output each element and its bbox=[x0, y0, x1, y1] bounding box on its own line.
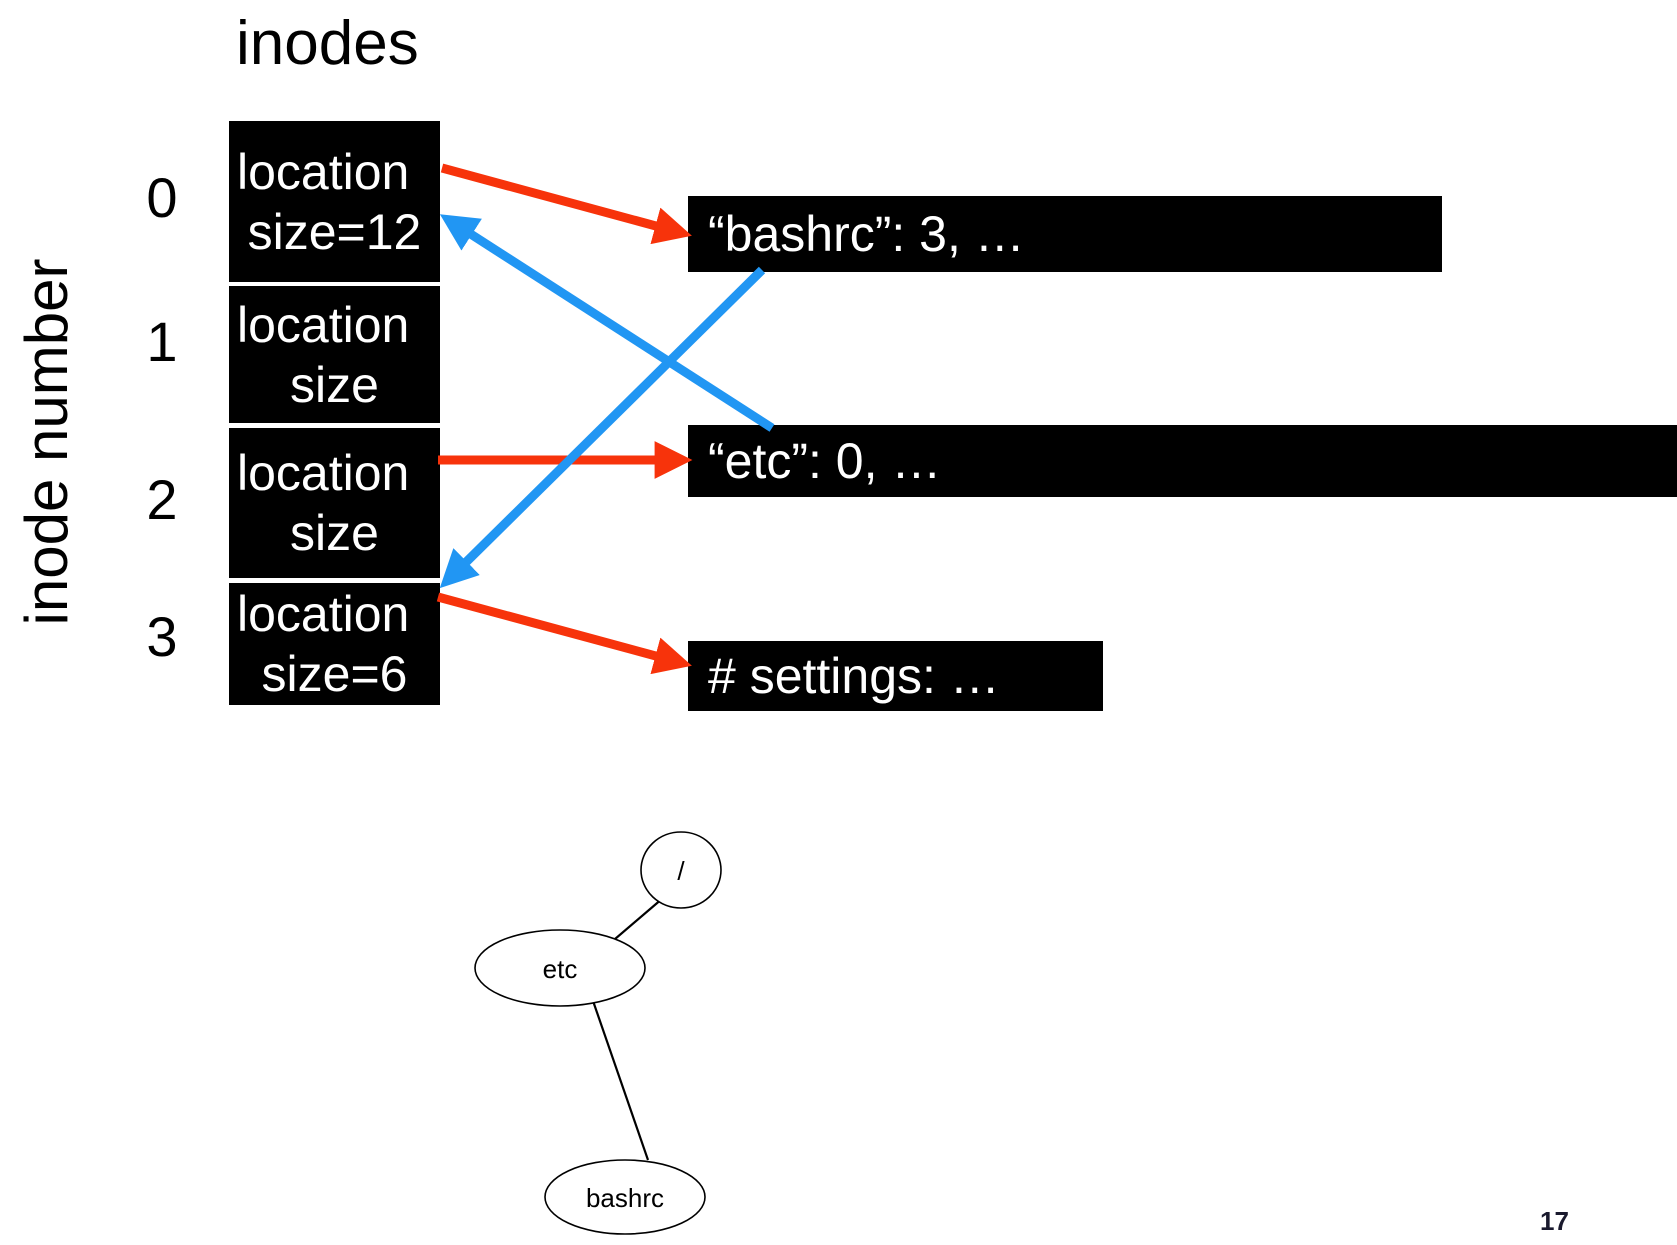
inode-index-3: 3 bbox=[146, 605, 178, 668]
data-block-bashrc: “bashrc”: 3, … bbox=[688, 196, 1442, 272]
inode-row-1: location size bbox=[229, 286, 440, 423]
inode-index-1: 1 bbox=[146, 310, 178, 373]
tree-node-etc[interactable] bbox=[474, 929, 646, 1007]
inode-row-0: location size=12 bbox=[229, 121, 440, 282]
tree-edge-etc-bashrc bbox=[590, 997, 650, 1161]
inode-row-2-location: location bbox=[237, 445, 410, 501]
tree-node-etc-label: etc bbox=[543, 954, 578, 984]
inode-row-3-location: location bbox=[237, 586, 410, 642]
inode-row-2-size: size bbox=[290, 505, 379, 561]
tree-node-root-label: / bbox=[677, 856, 685, 886]
page-title: inodes bbox=[236, 9, 419, 78]
inode-index-0: 0 bbox=[146, 166, 178, 229]
inode-row-3: location size=6 bbox=[229, 583, 440, 705]
inode-row-1-location: location bbox=[237, 296, 410, 353]
page-number: 17 bbox=[1540, 1206, 1569, 1236]
inode-row-0-size: size=12 bbox=[247, 203, 422, 260]
inode-row-1-size: size bbox=[290, 356, 379, 413]
inode-index-2: 2 bbox=[146, 468, 178, 531]
inode-row-3-size: size=6 bbox=[261, 646, 408, 702]
tree-node-bashrc-label: bashrc bbox=[586, 1183, 664, 1213]
data-block-settings: # settings: … bbox=[688, 641, 1103, 711]
tree-node-root[interactable] bbox=[640, 831, 722, 909]
tree-node-bashrc[interactable] bbox=[544, 1159, 706, 1235]
tree-edge-root-etc bbox=[607, 897, 664, 946]
inode-row-2: location size bbox=[229, 428, 440, 578]
inode-row-0-location: location bbox=[237, 143, 410, 200]
